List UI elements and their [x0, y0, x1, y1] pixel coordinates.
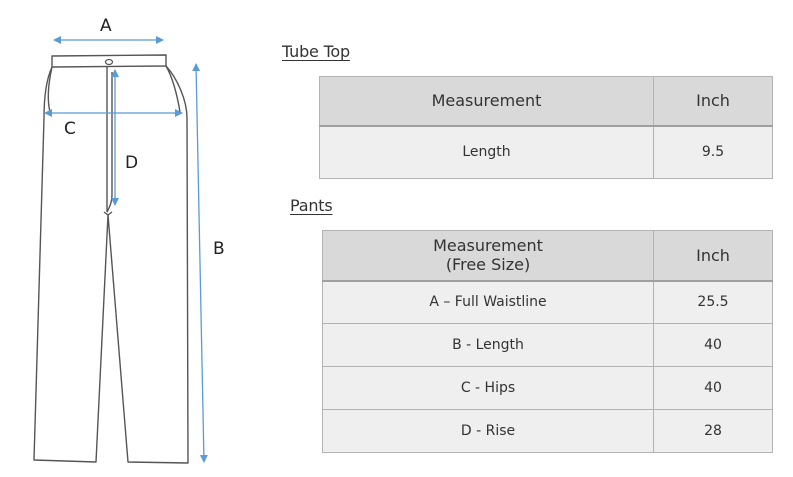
pants-size-table: Measurement (Free Size) Inch A – Full Wa… [322, 230, 773, 453]
measurement-cell: D - Rise [322, 409, 654, 453]
header-inch: Inch [653, 76, 773, 127]
crotch-seam [103, 211, 113, 216]
header-measurement: Measurement (Free Size) [322, 230, 654, 282]
left-pocket [47, 66, 53, 113]
label-d: D [125, 153, 138, 173]
header-inch: Inch [653, 230, 773, 282]
measurement-cell: C - Hips [322, 366, 654, 410]
inch-cell: 40 [653, 323, 773, 367]
right-pocket [165, 65, 181, 113]
header-free-size-label: (Free Size) [445, 255, 531, 275]
label-b: B [213, 239, 225, 259]
fly-stitch [106, 72, 113, 213]
label-c: C [64, 119, 76, 139]
inch-cell: 40 [653, 366, 773, 410]
header-measurement-label: Measurement [433, 236, 543, 256]
inch-cell: 28 [653, 409, 773, 453]
header-measurement: Measurement [319, 76, 654, 127]
tube-top-title: Tube Top [282, 42, 350, 61]
measurement-cell: A – Full Waistline [322, 280, 654, 324]
table-row: D - Rise 28 [322, 409, 773, 453]
table-header-row: Measurement Inch [319, 76, 773, 127]
table-row: Length 9.5 [319, 125, 773, 179]
button-icon [104, 58, 114, 66]
measurement-cell: Length [319, 125, 654, 179]
inch-cell: 25.5 [653, 280, 773, 324]
pants-silhouette [33, 65, 189, 464]
table-row: B - Length 40 [322, 323, 773, 367]
table-header-row: Measurement (Free Size) Inch [322, 230, 773, 282]
arrow-b [192, 63, 208, 463]
pants-outline [33, 54, 189, 464]
table-row: C - Hips 40 [322, 366, 773, 410]
table-row: A – Full Waistline 25.5 [322, 280, 773, 324]
tube-top-size-table: Measurement Inch Length 9.5 [319, 76, 773, 179]
pants-measurement-diagram: A B C D [33, 16, 225, 464]
label-a: A [100, 16, 112, 36]
inch-cell: 9.5 [653, 125, 773, 179]
pants-title: Pants [290, 196, 333, 215]
measurement-cell: B - Length [322, 323, 654, 367]
